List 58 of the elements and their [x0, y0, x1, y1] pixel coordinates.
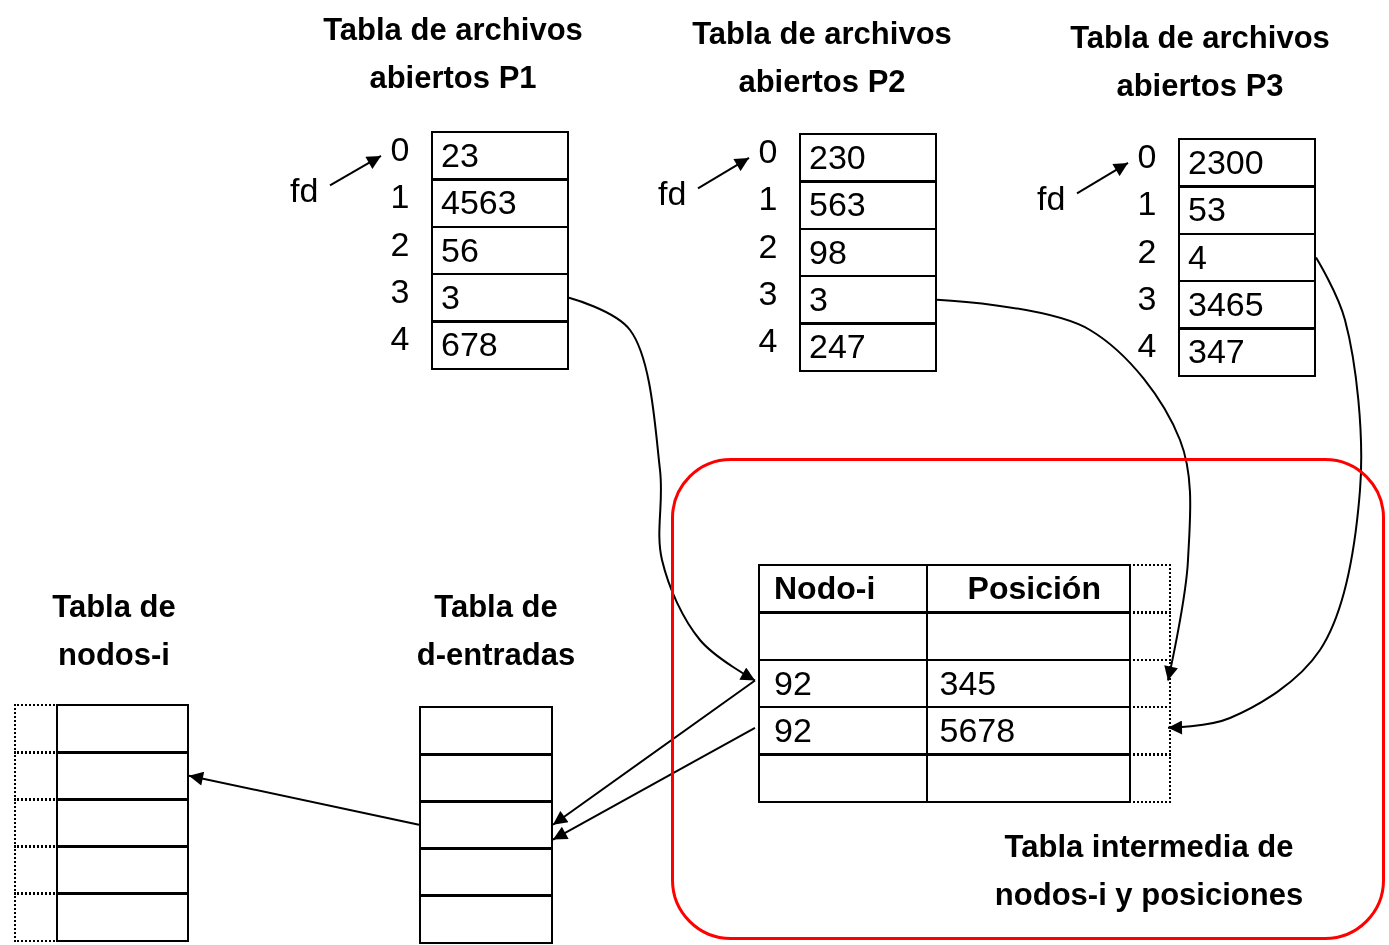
cell-value: 3465 [1188, 284, 1264, 323]
cell-value: 2300 [1188, 143, 1264, 181]
cell-value: 4 [1188, 237, 1207, 276]
arrow [329, 154, 382, 187]
cell-value: 678 [441, 325, 498, 364]
table-row [419, 847, 553, 897]
table-row [419, 753, 553, 803]
arrow [188, 771, 420, 826]
arrow [1167, 256, 1363, 735]
fd-label: fd [658, 173, 698, 217]
arrow [1076, 161, 1129, 195]
arrow [552, 679, 756, 826]
arrow [568, 296, 756, 682]
cell-value: 4563 [441, 183, 517, 222]
column-header: Posición [925, 564, 1131, 614]
fd-label: fd [1037, 178, 1077, 222]
cell-value: 3 [809, 279, 828, 318]
group-caption: Tabla intermedia de nodos-i y posiciones [993, 828, 1305, 915]
row-index: 1 [757, 178, 779, 220]
table-title: Tabla de archivos abiertos P1 [322, 11, 584, 98]
group-outline [671, 458, 1385, 940]
arrow [936, 298, 1192, 682]
cell-value: 230 [809, 138, 866, 176]
fd-label: fd [290, 170, 330, 214]
table-title: Tabla de nodos-i [51, 588, 177, 675]
cell-value: 53 [1188, 190, 1226, 229]
row-index: 4 [1136, 325, 1158, 367]
row-index: 2 [1136, 230, 1158, 272]
cell-value: 3 [441, 277, 460, 316]
row-index: 4 [389, 318, 411, 360]
table-cell: 5678 [925, 705, 1131, 756]
row-index: 1 [1136, 183, 1158, 225]
row-index: 3 [757, 272, 779, 314]
row-index: 0 [389, 129, 411, 170]
row-index: 2 [757, 225, 779, 267]
arrow [697, 156, 750, 190]
table-title: Tabla de archivos abiertos P2 [691, 15, 953, 102]
column-header: Nodo-i [758, 564, 928, 614]
table-title: Tabla de archivos abiertos P3 [1069, 19, 1331, 106]
cell-value: 247 [809, 327, 866, 366]
row-index: 4 [757, 320, 779, 362]
table-title: Tabla de d-entradas [415, 588, 577, 675]
row-index: 3 [1136, 277, 1158, 319]
row-index: 3 [389, 270, 411, 312]
table-row [419, 800, 553, 850]
table-cell: 92 [758, 705, 928, 756]
table-row [419, 706, 553, 756]
row-index: 0 [1136, 136, 1158, 177]
arrow [552, 726, 756, 841]
row-index: 2 [389, 223, 411, 265]
cell-value: 563 [809, 185, 866, 224]
row-index: 1 [389, 176, 411, 218]
cell-value: 23 [441, 136, 479, 174]
cell-value: 56 [441, 230, 479, 269]
row-index: 0 [757, 131, 779, 172]
cell-value: 98 [809, 232, 847, 271]
table-row [419, 894, 553, 944]
cell-value: 347 [1188, 332, 1245, 371]
